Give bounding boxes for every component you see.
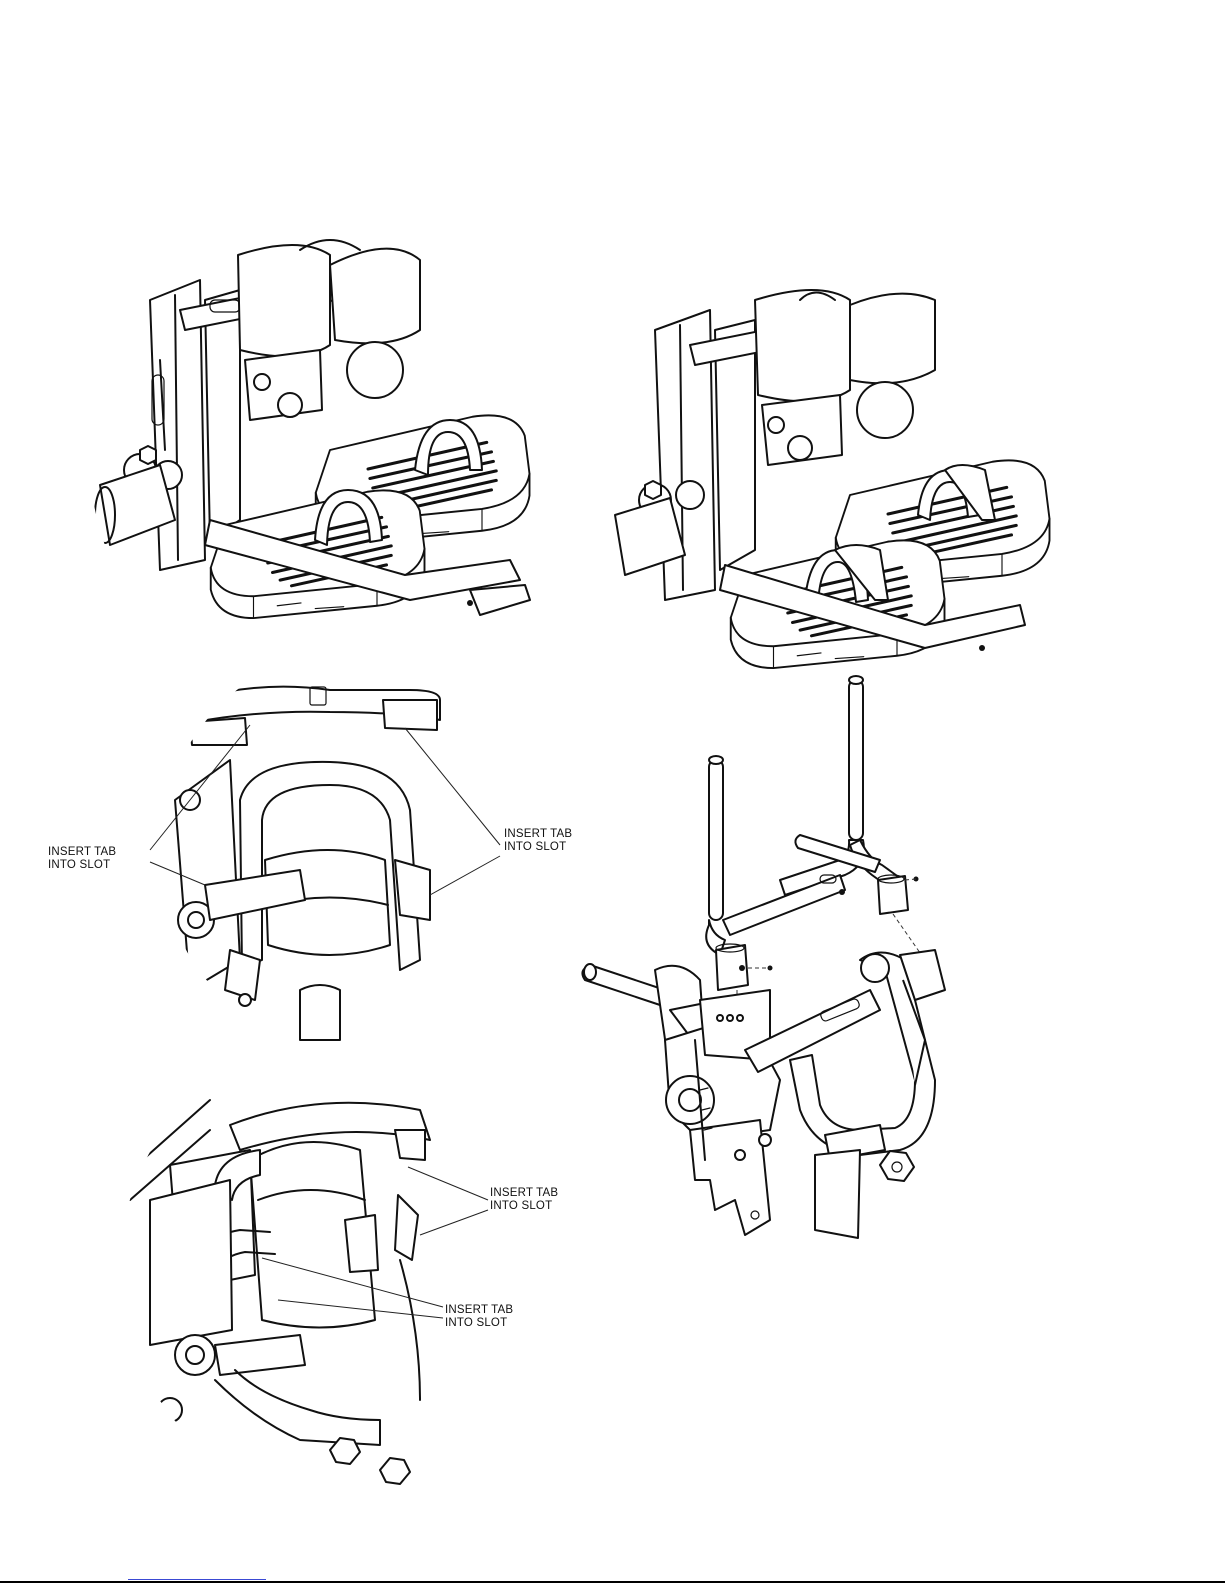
callout-insert-tab-left: INSERT TAB INTO SLOT (48, 846, 116, 872)
callout-line-1: INSERT TAB (445, 1304, 513, 1317)
callout-line-2: INTO SLOT (48, 859, 116, 872)
callout-line-1: INSERT TAB (504, 828, 572, 841)
callout-line-2: INTO SLOT (490, 1200, 558, 1213)
callout-insert-tab-upper: INSERT TAB INTO SLOT (490, 1187, 558, 1213)
callout-insert-tab-right: INSERT TAB INTO SLOT (504, 828, 572, 854)
leg-support-view-side (120, 1100, 488, 1484)
footer-link-underline[interactable] (128, 1579, 266, 1580)
push-handle-exploded-view (582, 676, 945, 1238)
callout-line-1: INSERT TAB (490, 1187, 558, 1200)
callout-line-1: INSERT TAB (48, 846, 116, 859)
callout-line-2: INTO SLOT (445, 1317, 513, 1330)
footplate-view-single-strap (95, 240, 530, 618)
footer-rule (0, 1581, 1225, 1583)
callout-insert-tab-lower: INSERT TAB INTO SLOT (445, 1304, 513, 1330)
callout-line-2: INTO SLOT (504, 841, 572, 854)
footplate-view-double-strap (615, 290, 1050, 668)
leg-support-view-top (150, 687, 500, 1040)
